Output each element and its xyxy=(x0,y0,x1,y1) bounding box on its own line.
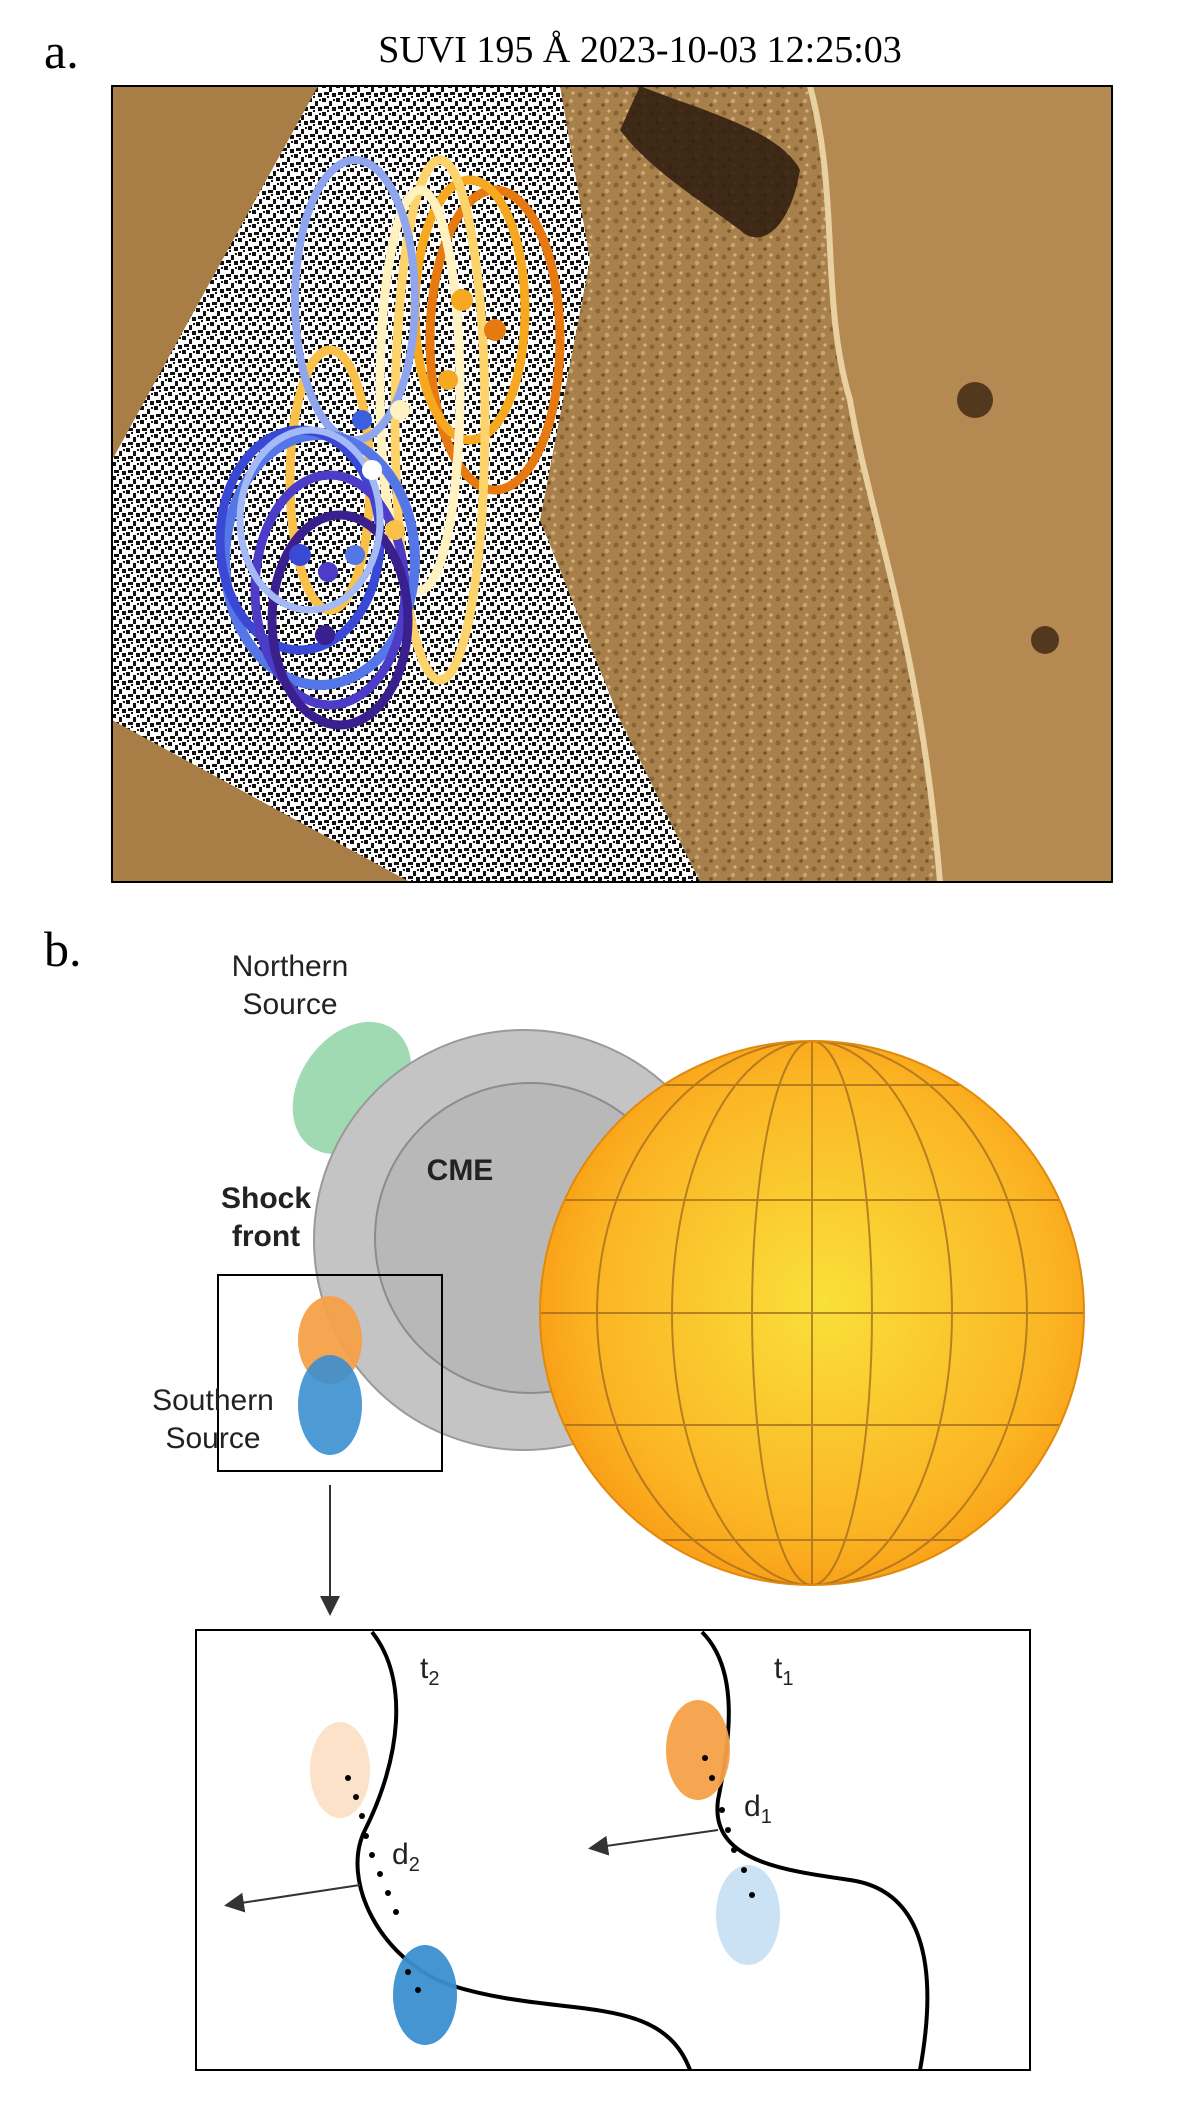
blue-t1-ellipse xyxy=(716,1865,780,1965)
d1-dots xyxy=(702,1755,755,1898)
d2-label: d2 xyxy=(392,1838,420,1876)
t1-label: t1 xyxy=(774,1652,794,1690)
panel-a-title: SUVI 195 Å 2023-10-03 12:25:03 xyxy=(378,29,902,71)
southern-blue-ellipse xyxy=(298,1355,362,1455)
panel-a-letter: a. xyxy=(44,23,79,79)
orange-t2-ellipse xyxy=(310,1722,370,1818)
cme-label: CME xyxy=(426,1154,494,1187)
inset-box xyxy=(195,1629,1031,2071)
panel-b-letter: b. xyxy=(44,921,82,977)
shock-box xyxy=(217,1274,443,1472)
northern-source-label: Northern Source xyxy=(231,950,349,1021)
southern-source-label: Southern Source xyxy=(152,1384,274,1455)
d2-dots xyxy=(345,1775,421,1993)
blue-t2-ellipse xyxy=(393,1945,457,2045)
solar-disk xyxy=(810,86,1112,882)
shock-curve-t2 xyxy=(355,1630,692,2071)
shock-curve-t1 xyxy=(700,1630,930,2071)
orange-t1-ellipse xyxy=(666,1700,730,1800)
shock-front-label: Shock front xyxy=(220,1182,312,1253)
t2-label: t2 xyxy=(420,1652,440,1690)
d1-label: d1 xyxy=(744,1790,772,1828)
